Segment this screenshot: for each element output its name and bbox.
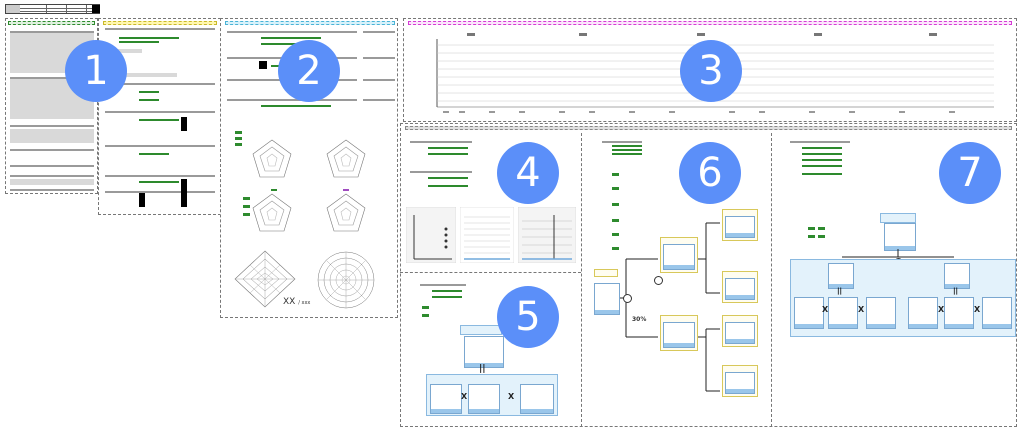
panel-7-area: X X X X || || (772, 133, 1016, 427)
panel-1b-header-bar (103, 21, 217, 25)
callout-5: 5 (497, 286, 559, 348)
panel-7-leaf-card-6 (982, 297, 1012, 329)
panel-7-multiply-2: X (858, 305, 865, 314)
panel-7-top-card (884, 223, 916, 251)
panel-7-equals-left: || (837, 287, 843, 295)
panel-6-leaf-2 (722, 271, 758, 303)
panel-7-leaf-card-4 (908, 297, 938, 329)
panel-6-root-label (594, 269, 618, 277)
panel-7-leaf-card-3 (866, 297, 896, 329)
panel-5-multiply-2: X (508, 392, 515, 401)
panel-5-result-card (464, 336, 504, 368)
radar-chart-4 (326, 193, 366, 232)
panel-3-sheet (403, 18, 1017, 122)
panel-6-percent-label: 30% (632, 316, 647, 323)
panel-4-chart-3 (518, 207, 576, 263)
radar-chart-3 (252, 193, 292, 232)
panel-6-leaf-4 (722, 365, 758, 397)
divider-6-7 (771, 133, 772, 427)
panel-7-factor-container (790, 259, 1016, 337)
radar-footer-unit: / xxx (298, 300, 311, 306)
panel-5-multiply-1: X (461, 392, 468, 401)
panel-6-root-card (594, 283, 620, 315)
panel-1-header-bar (8, 21, 95, 25)
radar-chart-1 (252, 139, 292, 178)
divider-4-5 (400, 272, 581, 273)
panel-4-area (402, 133, 580, 271)
panel-4-line-chart-2 (460, 207, 514, 263)
panel-6-leaf-1 (722, 209, 758, 241)
callout-7: 7 (939, 142, 1001, 204)
radar-chart-large-circular (317, 251, 375, 309)
panel-7-leaf-card-5 (944, 297, 974, 329)
callout-6: 6 (679, 142, 741, 204)
panel-6-node-circle-2 (654, 276, 663, 285)
panel-2-header-bar (225, 21, 395, 25)
panel-6-branch-a (660, 237, 698, 273)
panel-5-top-formula-box (460, 325, 502, 335)
panel-7-leaf-card-2 (828, 297, 858, 329)
panel-6-leaf-3 (722, 315, 758, 347)
radar-chart-large-grid (234, 250, 296, 308)
panel-7-multiply-3: X (938, 305, 945, 314)
panel-7-multiply-1: X (822, 305, 829, 314)
panel-6-area: 30% (582, 133, 770, 427)
panel-7-mid-card-right (944, 263, 970, 289)
panel-5-area: || X X (402, 276, 580, 426)
radar-footer-label: XX (283, 297, 296, 307)
panel-5-factor-card-1 (430, 384, 462, 414)
panel-5-factor-card-2 (468, 384, 500, 414)
divider-5-6 (581, 133, 582, 427)
panel-6-node-circle-1 (623, 294, 632, 303)
panel-bottom-header-bar (405, 126, 1012, 130)
callout-1: 1 (65, 40, 127, 102)
callout-3: 3 (680, 40, 742, 102)
panel-7-tree-lines (842, 249, 954, 258)
panel-7-leaf-card-1 (794, 297, 824, 329)
panel-6-branch-b (660, 315, 698, 351)
panel-7-top-formula-box (880, 213, 916, 223)
panel-3-header-bar (408, 21, 1012, 25)
callout-2: 2 (278, 40, 340, 102)
callout-4: 4 (497, 142, 559, 204)
panel-4-axis-chart-1 (406, 207, 456, 263)
panel-7-equals-right: || (953, 287, 959, 295)
panel-5-factor-card-3 (520, 384, 554, 414)
panel-7-multiply-4: X (974, 305, 981, 314)
top-title-table (5, 4, 100, 14)
panel-7-mid-card-left (828, 263, 854, 289)
radar-footer: XX / xxx (283, 297, 310, 307)
radar-chart-2 (326, 139, 366, 178)
panel-5-equals-sign: || (479, 364, 486, 374)
